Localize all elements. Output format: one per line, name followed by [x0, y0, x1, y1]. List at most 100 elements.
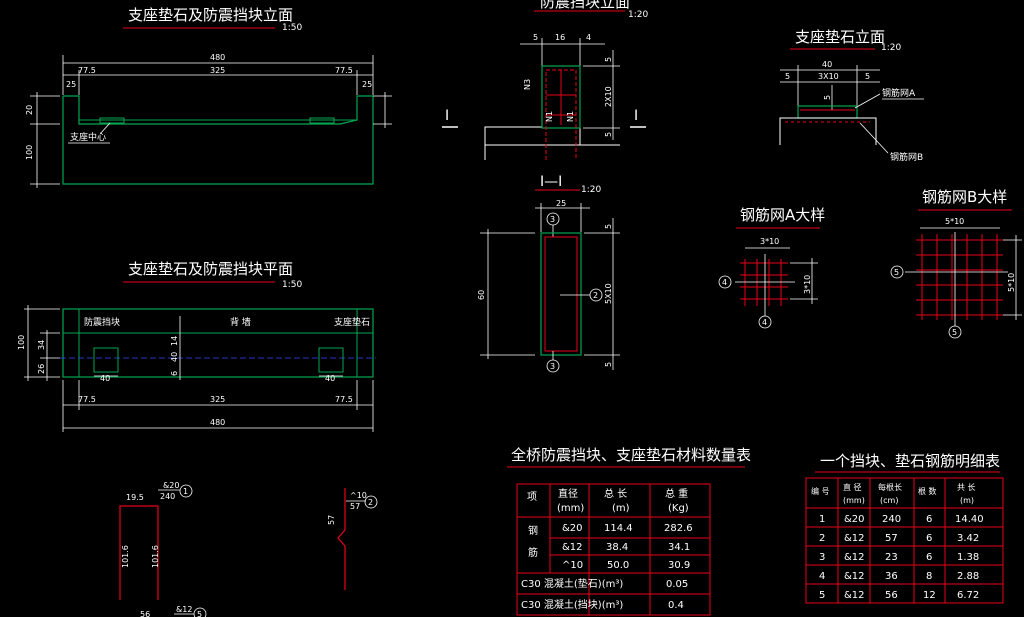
block-dim-16: 16	[555, 33, 565, 42]
block-elev-title: 防震挡块立面	[540, 0, 630, 11]
mat-r0-dia: &20	[562, 523, 583, 534]
rebar-r4-no: 5	[819, 590, 825, 601]
mat-c1-label: C30 混凝土(挡块)(m³)	[521, 598, 623, 611]
block-dim-r5a: 5	[604, 57, 613, 62]
rebar-r3-cnt: 8	[926, 571, 932, 582]
rebar-r1-cnt: 6	[926, 533, 932, 544]
mesh-a-tag-bottom-text: 4	[762, 318, 767, 327]
bar5-tag-text: 5	[197, 610, 202, 617]
pad-dim-40: 40	[822, 60, 832, 69]
elev-dim-77-left: 77.5	[78, 66, 96, 75]
plan-label-pad: 支座垫石	[334, 316, 370, 328]
elevation-title: 支座垫石及防震挡块立面	[128, 6, 293, 24]
leader-line	[859, 122, 889, 154]
mat-h-len: 总 长	[604, 487, 627, 500]
tag-3-top-text: 3	[550, 215, 555, 224]
plan-pad-left	[93, 347, 119, 373]
pad-elev-scale: 1:20	[881, 43, 901, 53]
block-n1-left: N1	[545, 111, 554, 122]
mat-h-len-unit: (m)	[612, 503, 630, 514]
block-elev-scale: 1:20	[628, 10, 648, 20]
bar2-dim-side: 57	[327, 515, 336, 525]
section-mark-left: I	[445, 108, 449, 124]
plan-label-wall: 背 墙	[230, 316, 251, 328]
rebar-r1-dia: &12	[844, 533, 865, 544]
mesh-b-tag-left-text: 5	[894, 268, 899, 277]
bar2-shape	[337, 488, 346, 590]
mat-r0-len: 114.4	[604, 523, 633, 534]
rebar-r0-cnt: 6	[926, 514, 932, 525]
rebar-r2-len: 23	[885, 552, 898, 563]
mesh-a-detail: 钢筋网A大样 3*10 4 4 3*10	[718, 206, 825, 329]
elev-dim-20: 20	[25, 105, 34, 115]
elevation-outline	[62, 95, 374, 185]
rebar-r2-no: 3	[819, 552, 825, 563]
rebar-h-tot-unit: (m)	[960, 496, 974, 505]
plan-dim-77-right: 77.5	[335, 395, 353, 404]
mesh-b-grid	[916, 234, 1003, 320]
materials-grid	[516, 483, 711, 616]
mesh-a-tag-bottom	[758, 315, 772, 329]
elev-dim-25-right: 25	[362, 80, 372, 89]
mat-c0-label: C30 混凝土(垫石)(m³)	[521, 577, 623, 590]
plan-dim-480: 480	[210, 418, 225, 427]
rebar-r4-dia: &12	[844, 590, 865, 601]
pad-green	[797, 105, 858, 119]
mesh-b-detail: 钢筋网B大样 5*10 5 5 5*10	[890, 188, 1022, 339]
mat-c0-val: 0.05	[666, 579, 688, 590]
materials-title: 全桥防震挡块、支座垫石材料数量表	[511, 446, 751, 464]
mesh-b-dim-top: 5*10	[945, 217, 964, 226]
elevation-drawing: 支座垫石及防震挡块立面 1:50 480 77.5 325 77.5 25 25…	[25, 6, 392, 188]
block-green	[541, 65, 581, 129]
mat-r2-dia: ^10	[562, 560, 583, 571]
mat-c1-val: 0.4	[668, 600, 684, 611]
plan-title: 支座垫石及防震挡块平面	[128, 260, 293, 278]
rebar-h-len: 每根长	[878, 482, 902, 492]
rebar-r4-tot: 6.72	[957, 590, 979, 601]
tag-3-bottom-text: 3	[550, 362, 555, 371]
bar1-spec: &20	[163, 481, 179, 490]
rebar-rows: 1 &20 240 6 14.40 2 &12 57 6 3.42 3 &12 …	[819, 514, 984, 601]
block-dim-5: 5	[533, 33, 538, 42]
bar1-dim-top: 19.5	[126, 493, 144, 502]
mat-r0-wt: 282.6	[664, 523, 693, 534]
bar-2-detail: ^10 57 2 57	[327, 488, 378, 590]
bar2-len: 57	[350, 502, 360, 511]
plan-dim-6: 6	[170, 371, 179, 376]
pad-elev-title: 支座垫石立面	[795, 28, 885, 46]
mesh-b-tag-bottom	[948, 325, 962, 339]
mat-group-1: 钢	[528, 524, 538, 537]
bar-5-detail: &12 5 56	[140, 605, 207, 617]
mat-h-wt-unit: (Kg)	[668, 503, 689, 514]
plan-dim-14: 14	[170, 336, 179, 346]
bar1-dim-left: 101.6	[121, 545, 130, 568]
section-dim-r5a: 5	[604, 224, 613, 229]
rebar-r0-dia: &20	[844, 514, 865, 525]
bar1-dim-right: 101.6	[151, 545, 160, 568]
mat-r2-wt: 30.9	[668, 560, 690, 571]
block-n1-right: N1	[566, 111, 575, 122]
mat-group-2: 筋	[528, 546, 538, 559]
rebar-r2-dia: &12	[844, 552, 865, 563]
bar2-spec: ^10	[350, 491, 367, 500]
rebar-r3-no: 4	[819, 571, 825, 582]
bar5-spec: &12	[176, 605, 192, 614]
plan-label-block: 防震挡块	[84, 316, 120, 328]
section-rebar	[544, 236, 578, 352]
bar-1-detail: &20 240 1 19.5 101.6 101.6	[119, 481, 193, 600]
section-dim-25: 25	[556, 199, 566, 208]
elev-dim-77-right: 77.5	[335, 66, 353, 75]
rebar-h-dia: 直 径	[843, 482, 862, 492]
bar1-tag-text: 1	[183, 487, 188, 496]
rebar-r1-no: 2	[819, 533, 825, 544]
rebar-r2-tot: 1.38	[957, 552, 979, 563]
mesh-b-title: 钢筋网B大样	[922, 188, 1007, 206]
leader-line	[854, 93, 881, 109]
section-title: I—I	[540, 174, 562, 190]
block-dim-4: 4	[586, 33, 591, 42]
block-dim-r5b: 5	[604, 132, 613, 137]
bar5-dim-side: 56	[140, 610, 150, 617]
mesh-a-grid	[740, 259, 788, 306]
plan-dim-100: 100	[17, 335, 26, 350]
